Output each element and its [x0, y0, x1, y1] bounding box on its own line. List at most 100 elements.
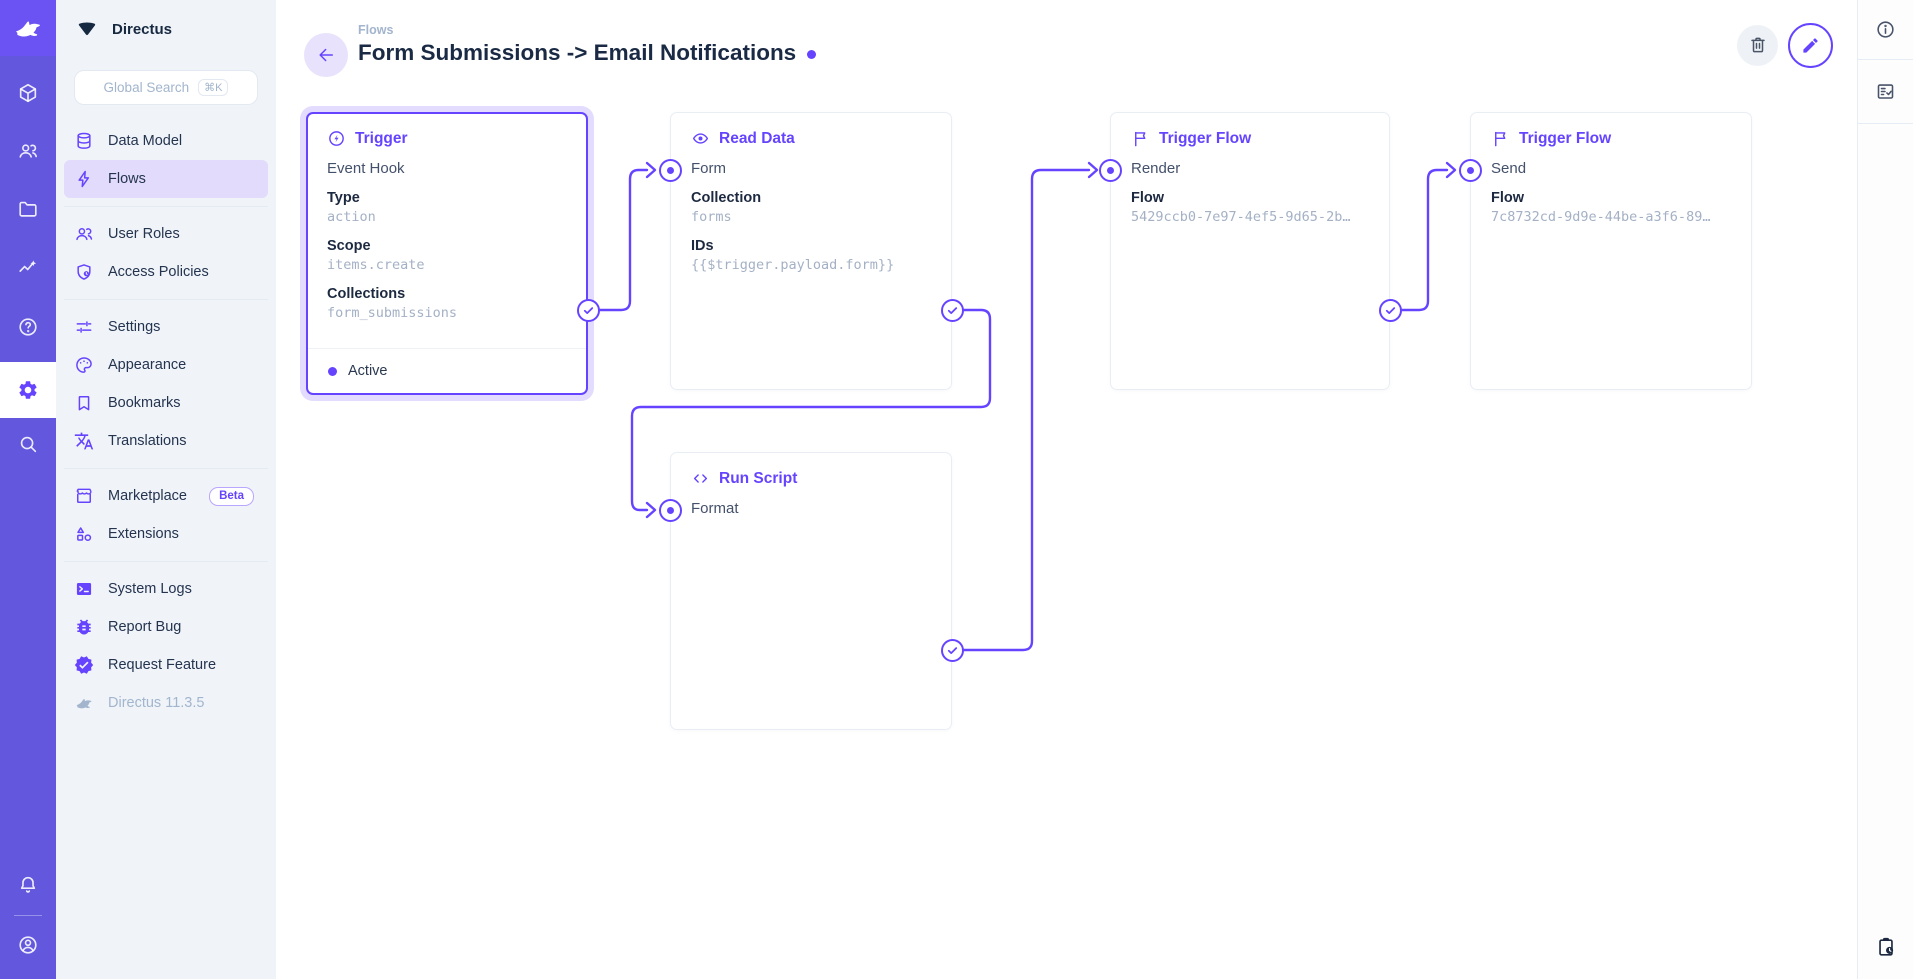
- sidebar-item-report-bug[interactable]: Report Bug: [64, 608, 268, 646]
- sidebar-item-user-roles[interactable]: User Roles: [64, 215, 268, 253]
- panel-name: Send: [1491, 160, 1527, 177]
- panel-field-value: 7c8732cd-9d9e-44be-a3f6-89…: [1491, 209, 1711, 225]
- panel-field-label: Flow: [1491, 190, 1525, 206]
- module-content[interactable]: [0, 69, 56, 117]
- bookmark-icon: [74, 393, 94, 413]
- panel-type-label: Trigger: [355, 129, 408, 147]
- flag-icon: [1491, 129, 1510, 148]
- page-title: Form Submissions -> Email Notifications: [358, 40, 817, 66]
- arrow-left-icon: [316, 45, 336, 65]
- panel-name: Render: [1131, 160, 1181, 177]
- status-dot: [328, 366, 337, 376]
- sidebar-item-appearance[interactable]: Appearance: [64, 346, 268, 384]
- breadcrumb[interactable]: Flows: [358, 23, 394, 37]
- tune-icon: [74, 317, 94, 337]
- sidebar-item-bookmarks[interactable]: Bookmarks: [64, 384, 268, 422]
- sidebar-item-settings[interactable]: Settings: [64, 308, 268, 346]
- sidebar-logs-button[interactable]: [1858, 923, 1913, 971]
- sidebar-item-label: Request Feature: [108, 657, 217, 673]
- sidebar-item-label: Translations: [108, 433, 187, 449]
- panel-field-label: Collection: [691, 190, 762, 206]
- eye-icon: [691, 129, 710, 148]
- input-socket-run-script[interactable]: [658, 498, 682, 522]
- pencil-icon: [1801, 36, 1820, 55]
- module-search[interactable]: [0, 420, 56, 468]
- panel-field-value: action: [327, 209, 376, 225]
- module-notifications[interactable]: [0, 861, 56, 909]
- people-icon: [74, 224, 94, 244]
- sidebar-item-label: Access Policies: [108, 264, 209, 280]
- sidebar-item-access-policies[interactable]: Access Policies: [64, 253, 268, 291]
- sidebar-item-data-model[interactable]: Data Model: [64, 122, 268, 160]
- sidebar-item-system-logs[interactable]: System Logs: [64, 570, 268, 608]
- insights-icon: [17, 256, 39, 278]
- directus-logo-button[interactable]: [0, 0, 56, 56]
- extension-icon: [74, 524, 94, 544]
- sidebar-flow-detail-button[interactable]: [1858, 60, 1913, 124]
- search-placeholder: Global Search: [103, 80, 190, 95]
- output-socket-trigger[interactable]: [576, 298, 600, 322]
- input-socket-trigger-flow-send[interactable]: [1458, 158, 1482, 182]
- module-help[interactable]: [0, 303, 56, 351]
- project-name: Directus: [112, 20, 173, 38]
- database-icon: [74, 131, 94, 151]
- flag-icon: [1131, 129, 1150, 148]
- sidebar-item-label: Marketplace: [108, 488, 187, 504]
- right-sidebar: [1857, 0, 1913, 979]
- panel-field-label: Scope: [327, 238, 371, 254]
- sidebar-item-flows[interactable]: Flows: [64, 160, 268, 198]
- info-icon: [1875, 19, 1896, 40]
- sidebar-item-translations[interactable]: Translations: [64, 422, 268, 460]
- panel-header: Trigger Flow: [1131, 129, 1369, 148]
- panel-field-value: form_submissions: [327, 305, 458, 321]
- sidebar-item-label: Directus 11.3.5: [108, 695, 205, 711]
- sidebar-item-version: Directus 11.3.5: [64, 684, 268, 722]
- edit-flow-button[interactable]: [1788, 22, 1833, 68]
- header-actions: [1737, 0, 1833, 90]
- bug-icon: [74, 617, 94, 637]
- panel-type-label: Run Script: [719, 469, 798, 487]
- panel-header: Trigger Flow: [1491, 129, 1731, 148]
- module-user-directory[interactable]: [0, 127, 56, 175]
- project-chooser[interactable]: Directus: [74, 12, 172, 46]
- panel-field-value: {{$trigger.payload.form}}: [691, 257, 895, 273]
- global-search-input[interactable]: Global Search ⌘K: [74, 70, 258, 105]
- panel-field-value: items.create: [327, 257, 425, 273]
- output-socket-run-script[interactable]: [940, 638, 964, 662]
- bolt-icon: [74, 169, 94, 189]
- panel-type-label: Read Data: [719, 129, 795, 147]
- sidebar-item-request-feature[interactable]: Request Feature: [64, 646, 268, 684]
- module-account[interactable]: [0, 921, 56, 969]
- delete-flow-button[interactable]: [1737, 24, 1778, 66]
- help-icon: [17, 316, 39, 338]
- input-socket-read-data[interactable]: [658, 158, 682, 182]
- rabbit-icon: [12, 12, 44, 44]
- bell-icon: [17, 874, 39, 896]
- sidebar-info-button[interactable]: [1858, 0, 1913, 60]
- panel-type-label: Trigger Flow: [1159, 129, 1252, 147]
- module-bar: [0, 0, 56, 979]
- panel-header: Run Script: [691, 469, 931, 488]
- search-shortcut-badge: ⌘K: [198, 79, 229, 96]
- output-socket-trigger-flow-render[interactable]: [1378, 298, 1402, 322]
- output-socket-read-data[interactable]: [940, 298, 964, 322]
- sidebar-item-extensions[interactable]: Extensions: [64, 515, 268, 553]
- module-file-library[interactable]: [0, 185, 56, 233]
- back-button[interactable]: [304, 33, 348, 77]
- input-socket-trigger-flow-render[interactable]: [1098, 158, 1122, 182]
- panel-name: Event Hook: [327, 160, 405, 177]
- shield-icon: [74, 262, 94, 282]
- module-settings[interactable]: [0, 362, 56, 418]
- module-insights[interactable]: [0, 243, 56, 291]
- list-check-icon: [1875, 81, 1896, 102]
